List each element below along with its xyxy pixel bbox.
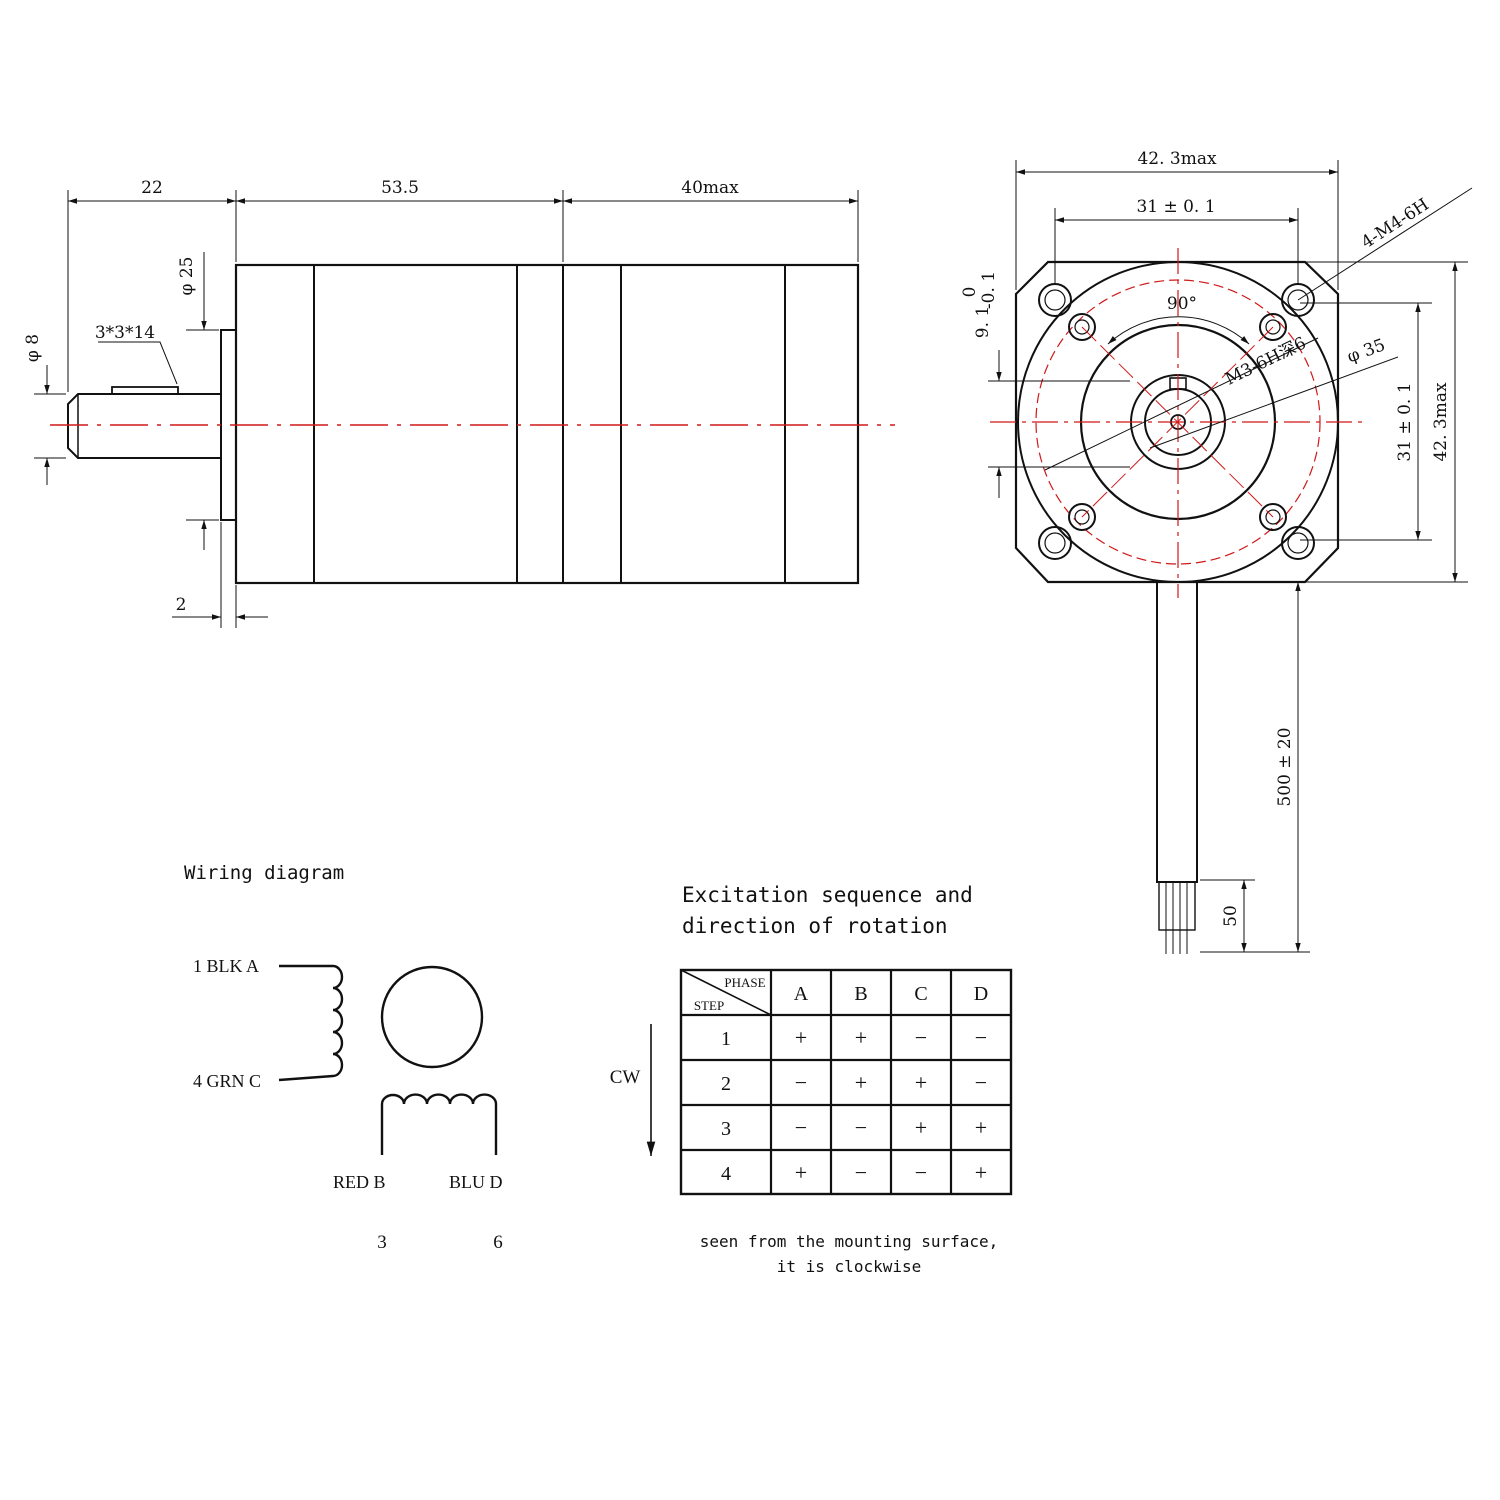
coil1 <box>278 964 344 1082</box>
coil1-bottom-label: 4 GRN C <box>193 1071 261 1091</box>
excitation-title-line2: direction of rotation <box>682 914 948 938</box>
shaft <box>67 393 221 459</box>
wiring-title: Wiring diagram <box>184 862 344 884</box>
table-cell: − <box>795 1115 807 1140</box>
lead-cable <box>1156 581 1198 883</box>
pin-right-label: 6 <box>493 1232 503 1253</box>
table-cell: − <box>915 1025 927 1050</box>
mount-leader <box>1297 187 1473 301</box>
coil2 <box>380 1093 498 1155</box>
motor-body <box>234 263 860 585</box>
dim-lead-length: 500 ± 20 <box>1275 727 1295 806</box>
side-view: 22 53.5 40max φ 25 φ 8 3*3*14 2 <box>23 178 895 628</box>
dim-body-length: 53.5 <box>381 178 419 198</box>
dim-height-max: 42. 3max <box>1431 382 1451 462</box>
direction-label: CW <box>610 1067 641 1088</box>
table-cell: − <box>915 1160 927 1185</box>
lead-strip <box>1158 881 1196 931</box>
pilot-leader <box>1149 356 1399 449</box>
rotor-circle <box>380 965 484 1069</box>
mount-hole-br <box>1281 526 1315 560</box>
step-number: 3 <box>721 1118 731 1140</box>
table-cell: + <box>915 1070 927 1095</box>
dim-shaft-length: 22 <box>141 178 163 198</box>
dim-hole-spacing-v: 31 ± 0. 1 <box>1395 382 1415 461</box>
diagonal-centerline <box>1081 326 1274 518</box>
dim-boss-diameter: φ 25 <box>177 257 197 296</box>
key-leader <box>98 341 178 385</box>
phase-header-c: C <box>914 983 927 1005</box>
wiring-diagram: Wiring diagram 1 BLK A 4 GRN C RED B BLU… <box>184 862 503 1253</box>
note-line1: seen from the mounting surface, <box>700 1232 999 1251</box>
screw-hole-br <box>1259 503 1287 531</box>
front-view: 90° M3-6H深6 φ 35 4-M4-6H 42. 3max 31 ± 0… <box>960 149 1473 954</box>
table-cell: − <box>855 1160 867 1185</box>
dim-offset-upper: 0 <box>960 287 980 298</box>
table-cell: + <box>855 1025 867 1050</box>
mount-hole-bl <box>1038 526 1072 560</box>
header-diagonal <box>680 969 772 1016</box>
table-cell: + <box>795 1025 807 1050</box>
dim-rear-length: 40max <box>681 178 739 198</box>
pin-left-label: 3 <box>377 1232 387 1253</box>
dim-shaft-diameter: φ 8 <box>23 334 43 362</box>
shaft-key <box>111 386 179 395</box>
header-step: STEP <box>694 998 724 1013</box>
dim-angle: 90° <box>1167 294 1197 314</box>
dim-offset-lower: -0. 1 <box>979 271 999 309</box>
header-phase: PHASE <box>724 975 765 990</box>
step-number: 4 <box>721 1163 731 1185</box>
table-cell: + <box>975 1115 987 1140</box>
dim-boss-height: 2 <box>176 595 187 615</box>
excitation-table: PHASE STEP A B C D 1 + + − − 2 − + + − 3… <box>679 968 1013 1196</box>
step-number: 2 <box>721 1073 731 1095</box>
table-cell: − <box>975 1025 987 1050</box>
dim-strip-length: 50 <box>1221 905 1241 927</box>
dim-hole-spacing-h: 31 ± 0. 1 <box>1136 197 1215 217</box>
table-cell: − <box>975 1070 987 1095</box>
table-cell: + <box>915 1115 927 1140</box>
angle-arc <box>1107 316 1250 345</box>
screw-hole-tr <box>1259 313 1287 341</box>
dim-mount-holes: 4-M4-6H <box>1358 195 1433 253</box>
phase-header-b: B <box>854 983 867 1005</box>
screw-hole-bl <box>1068 503 1096 531</box>
dim-width-max: 42. 3max <box>1137 149 1217 169</box>
mount-hole-tl <box>1038 283 1072 317</box>
coil1-top-label: 1 BLK A <box>193 956 259 976</box>
dim-offset: 9. 1 <box>973 306 993 338</box>
table-cell: + <box>975 1160 987 1185</box>
coil2-left-label: RED B <box>333 1172 386 1192</box>
table-cell: + <box>795 1160 807 1185</box>
screw-leader <box>1044 337 1319 471</box>
phase-header-d: D <box>974 983 988 1005</box>
table-border <box>679 968 1013 1196</box>
screw-hole-tl <box>1068 313 1096 341</box>
coil2-right-label: BLU D <box>449 1172 503 1192</box>
step-number: 1 <box>721 1028 731 1050</box>
note-line2: it is clockwise <box>777 1257 922 1276</box>
phase-header-a: A <box>794 983 809 1005</box>
dim-key: 3*3*14 <box>95 323 155 343</box>
table-cell: + <box>855 1070 867 1095</box>
excitation-section: Excitation sequence and direction of rot… <box>610 883 1013 1276</box>
table-cell: − <box>855 1115 867 1140</box>
excitation-title-line1: Excitation sequence and <box>682 883 973 907</box>
table-cell: − <box>795 1070 807 1095</box>
